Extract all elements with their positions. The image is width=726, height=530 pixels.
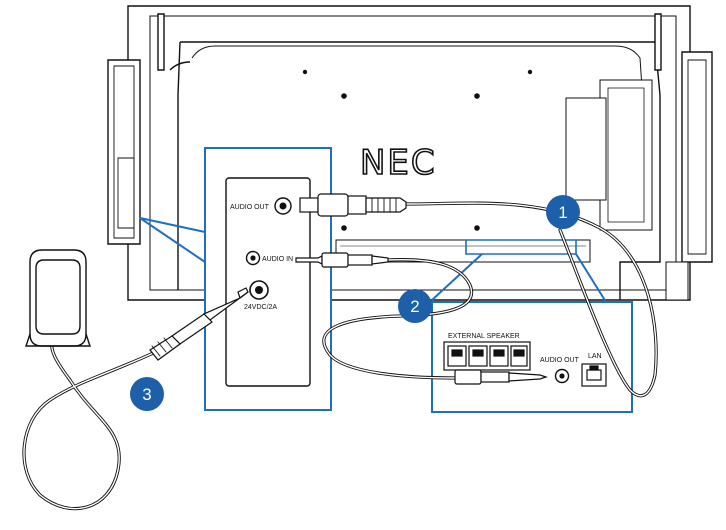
cables xyxy=(22,193,658,511)
audio-out-jack xyxy=(274,197,292,215)
callout-2-number: 2 xyxy=(410,297,419,316)
callout-1: 1 xyxy=(546,195,580,229)
mini-jack-plug-bottom xyxy=(454,369,548,385)
nec-logo: NEC xyxy=(360,143,437,183)
callout-2: 2 xyxy=(398,289,432,323)
audio-in-label: AUDIO IN xyxy=(262,256,293,263)
lan-label: LAN xyxy=(588,353,602,360)
power-adapter xyxy=(25,249,91,347)
callout-1-number: 1 xyxy=(558,203,567,222)
audio-in-jack xyxy=(245,250,261,266)
detail-audio-out-jack xyxy=(554,368,570,384)
callout-3: 3 xyxy=(130,377,164,411)
mini-jack-plug-top xyxy=(295,252,389,268)
callout-3-number: 3 xyxy=(142,385,151,404)
detail-panel: EXTERNAL SPEAKER AUDIO OUT LAN xyxy=(431,301,633,413)
audio-out-label: AUDIO OUT xyxy=(230,204,270,211)
detail-audio-out-label: AUDIO OUT xyxy=(540,357,580,364)
external-speaker-label: EXTERNAL SPEAKER xyxy=(448,333,520,340)
power-label: 24VDC/2A xyxy=(244,304,277,311)
connector-panel: AUDIO OUT AUDIO IN 24VDC/2A xyxy=(204,147,332,411)
lan-port xyxy=(581,363,607,387)
zoom-guides xyxy=(139,217,607,303)
speaker-terminals xyxy=(443,341,531,371)
power-jack xyxy=(249,280,269,300)
rca-plug xyxy=(299,193,407,217)
screw-holes xyxy=(302,69,533,231)
power-plug xyxy=(149,287,249,361)
